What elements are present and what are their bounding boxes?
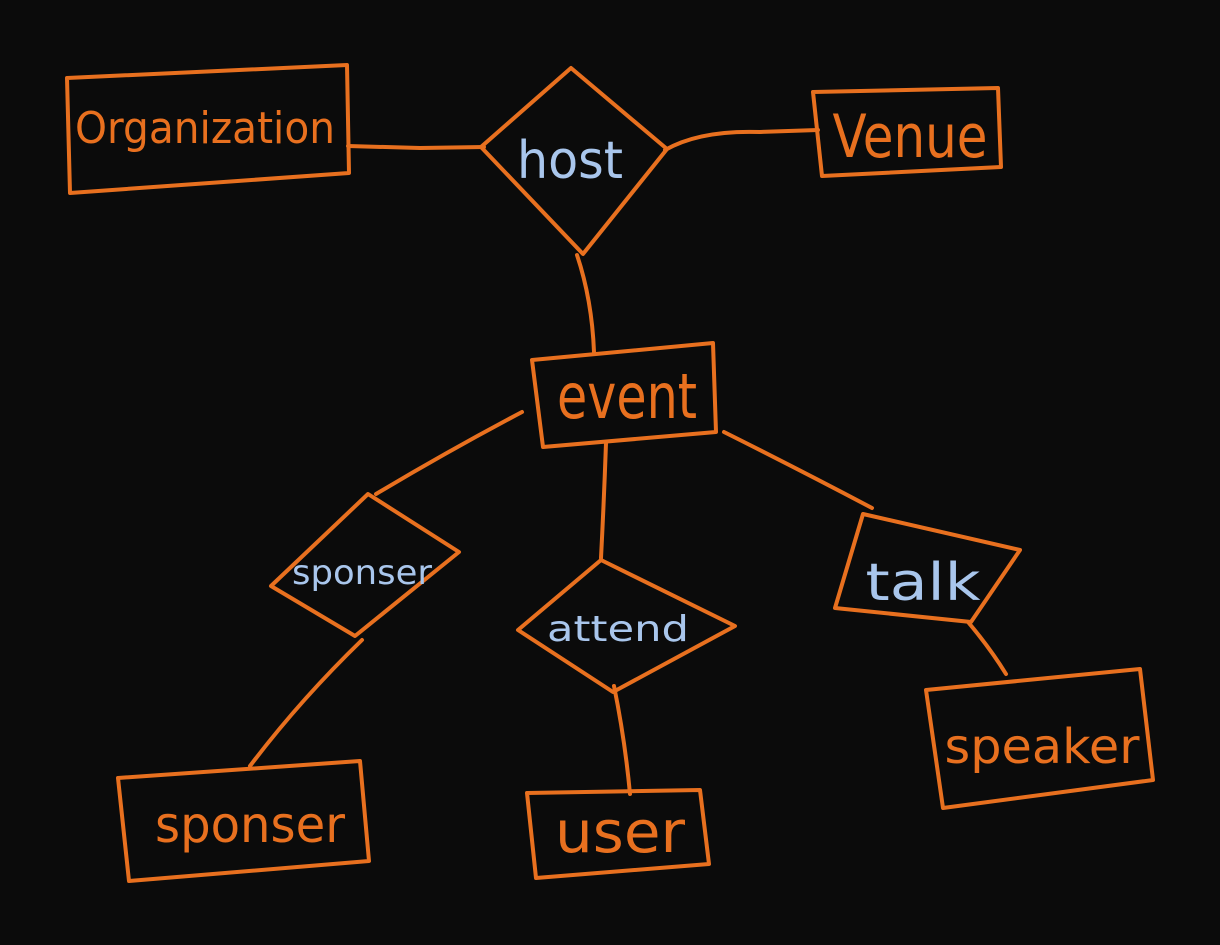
line-host-venue xyxy=(663,128,820,152)
line-attend-user xyxy=(612,684,632,796)
line-talk-speaker xyxy=(966,620,1008,676)
line-host-event xyxy=(575,253,596,354)
line-event-sponsor-rel xyxy=(374,410,524,496)
relationship-sponsor-label: sponser xyxy=(292,553,432,593)
relationship-sponsor: sponser xyxy=(269,492,461,638)
entity-venue: Venue xyxy=(811,86,1003,178)
entity-speaker: speaker xyxy=(924,667,1155,810)
entity-user: user xyxy=(525,788,711,880)
relationship-attend: attend xyxy=(516,558,737,694)
connectors xyxy=(248,128,1008,796)
line-event-talk xyxy=(722,430,874,510)
entity-organization: Organization xyxy=(65,63,351,195)
line-event-attend xyxy=(599,441,608,560)
entity-venue-label: Venue xyxy=(833,102,988,172)
line-organization-host xyxy=(346,144,486,150)
entity-speaker-label: speaker xyxy=(945,719,1140,775)
line-sponsor-rel-sponsor xyxy=(248,638,364,768)
relationship-host-label: host xyxy=(517,131,623,191)
relationship-attend-label: attend xyxy=(547,609,689,650)
relationship-talk: talk xyxy=(833,512,1022,624)
entity-organization-label: Organization xyxy=(75,103,335,154)
relationship-host: host xyxy=(479,66,669,256)
entity-event: event xyxy=(530,341,718,449)
relationship-talk-label: talk xyxy=(866,553,981,613)
entity-sponsor-label: sponser xyxy=(155,796,345,854)
entity-sponsor: sponser xyxy=(116,759,371,883)
entity-user-label: user xyxy=(555,798,685,866)
entity-event-label: event xyxy=(557,360,697,433)
